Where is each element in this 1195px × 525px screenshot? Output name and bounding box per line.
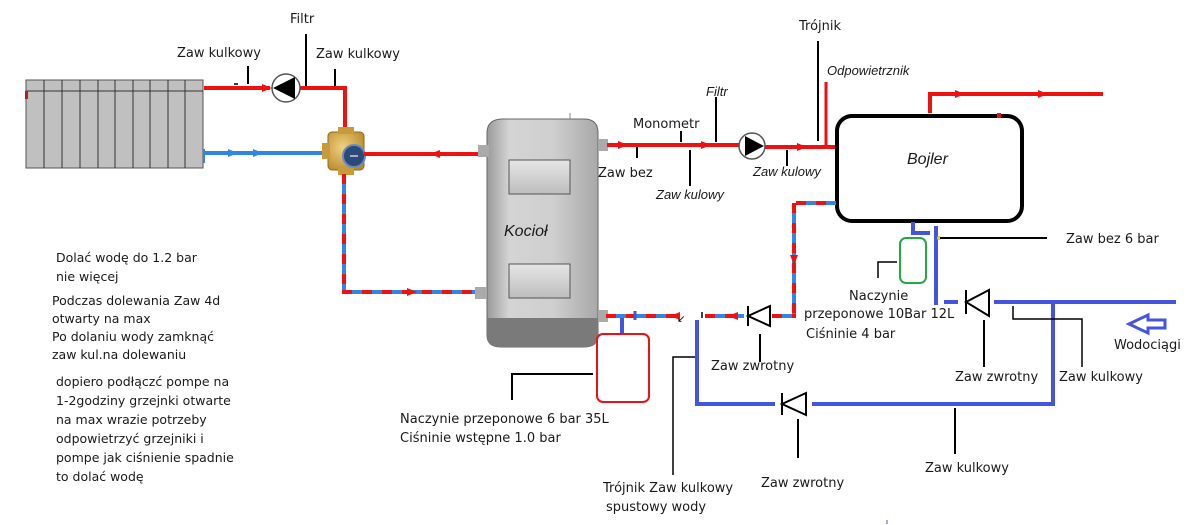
valve-to-boiler-return-pipe [342,174,475,296]
hot-water-tank [835,114,1024,223]
label-naczynie-small-2: przeponowe 10Bar 12L [804,307,955,322]
check-valve-right [963,288,990,318]
check-valve-bottom [779,391,807,417]
water-supply-loop [695,222,1176,406]
svg-text:↙: ↙ [677,314,685,325]
label-zaw-zwrotny-bottom: Zaw zwrotny [761,476,844,491]
leader [1012,306,1083,367]
note-line: 1-2godziny grzejnki otwarte [56,393,231,408]
note-line: otwarty na max [52,311,151,326]
boiler-to-valve-pipe [364,150,480,158]
mixing-valve-4way [322,127,366,175]
label-monometr: Monometr [633,117,700,132]
water-inlet-arrow [1125,312,1167,336]
note-line: Dolać wodę do 1.2 bar [56,250,198,265]
label-naczynie-large-1: Naczynie przeponowe 6 bar 35L [400,412,610,427]
label-naczynie-large-2: Ciśninie wstępne 1.0 bar [400,431,561,446]
note-line: dopiero podłączć pompe na [56,374,229,389]
label-wodociagi: Wodociągi [1114,338,1181,353]
label-naczynie-small-1: Naczynie [849,289,908,304]
label-zaw-zwrotny-right: Zaw zwrotny [955,370,1038,385]
circulation-pump-top [271,73,301,103]
check-valve-mid [745,304,771,328]
boiler-supply-pipe [607,141,843,151]
expansion-vessel-small [899,237,927,284]
tank-label: Bojler [907,151,949,168]
label-filtr-top: Filtr [290,12,315,27]
note-line: Podczas dolewania Zaw 4d [52,293,220,308]
boiler [475,113,608,348]
label-zaw-kulkowy-bottom: Zaw kulkowy [925,461,1009,476]
leader [877,261,897,278]
note-line: nie więcej [56,269,118,284]
tank-return-pipe [772,201,836,318]
boiler-label: Kocioł [504,223,548,240]
label-zaw-zwrotny-mid: Zaw zwrotny [711,359,794,374]
note-line: to dolać wodę [56,469,144,484]
circulation-pump-main [738,132,766,160]
label-zaw-kulowy-1: Zaw kulowy [655,187,725,202]
label-trojnik: Trójnik [798,19,842,34]
label-odpowietrznik: Odpowietrznik [827,63,911,78]
leader [672,356,695,475]
radiator [25,79,204,169]
label-zaw-kulkowy-left: Zaw kulkowy [177,46,261,61]
label-zaw-kulkowy-right: Zaw kulkowy [316,47,400,62]
label-trojnik-spust-1: Trójnik Zaw kulkowy [602,481,733,496]
instructions-notes: Dolać wodę do 1.2 bar nie więcej Podczas… [52,250,234,484]
expansion-vessel-large [596,333,650,403]
note-line: na max wrazie potrzeby [56,412,207,427]
label-zaw-kulkowy-supply: Zaw kulkowy [1059,370,1143,385]
note-line: zaw kul.na dolewaniu [52,347,186,362]
label-filtr-mid: Filtr [706,84,728,99]
note-line: odpowietrzyć grzejniki i [56,431,204,446]
leader [511,373,593,400]
hot-water-outlet-pipe [928,90,1103,118]
label-zaw-bez: Zaw bez [598,166,653,181]
label-zaw-bez-6bar: Zaw bez 6 bar [1066,232,1159,247]
label-trojnik-spust-2: spustowy wody [606,500,706,515]
label-cisnienie-4bar: Ciśninie 4 bar [806,327,896,342]
note-line: Po dolaniu wody zamknąć [52,329,214,344]
radiator-return-pipe [203,149,326,163]
note-line: pompe jak ciśnienie spadnie [56,450,234,465]
label-zaw-kulowy-2: Zaw kulowy [752,164,822,179]
